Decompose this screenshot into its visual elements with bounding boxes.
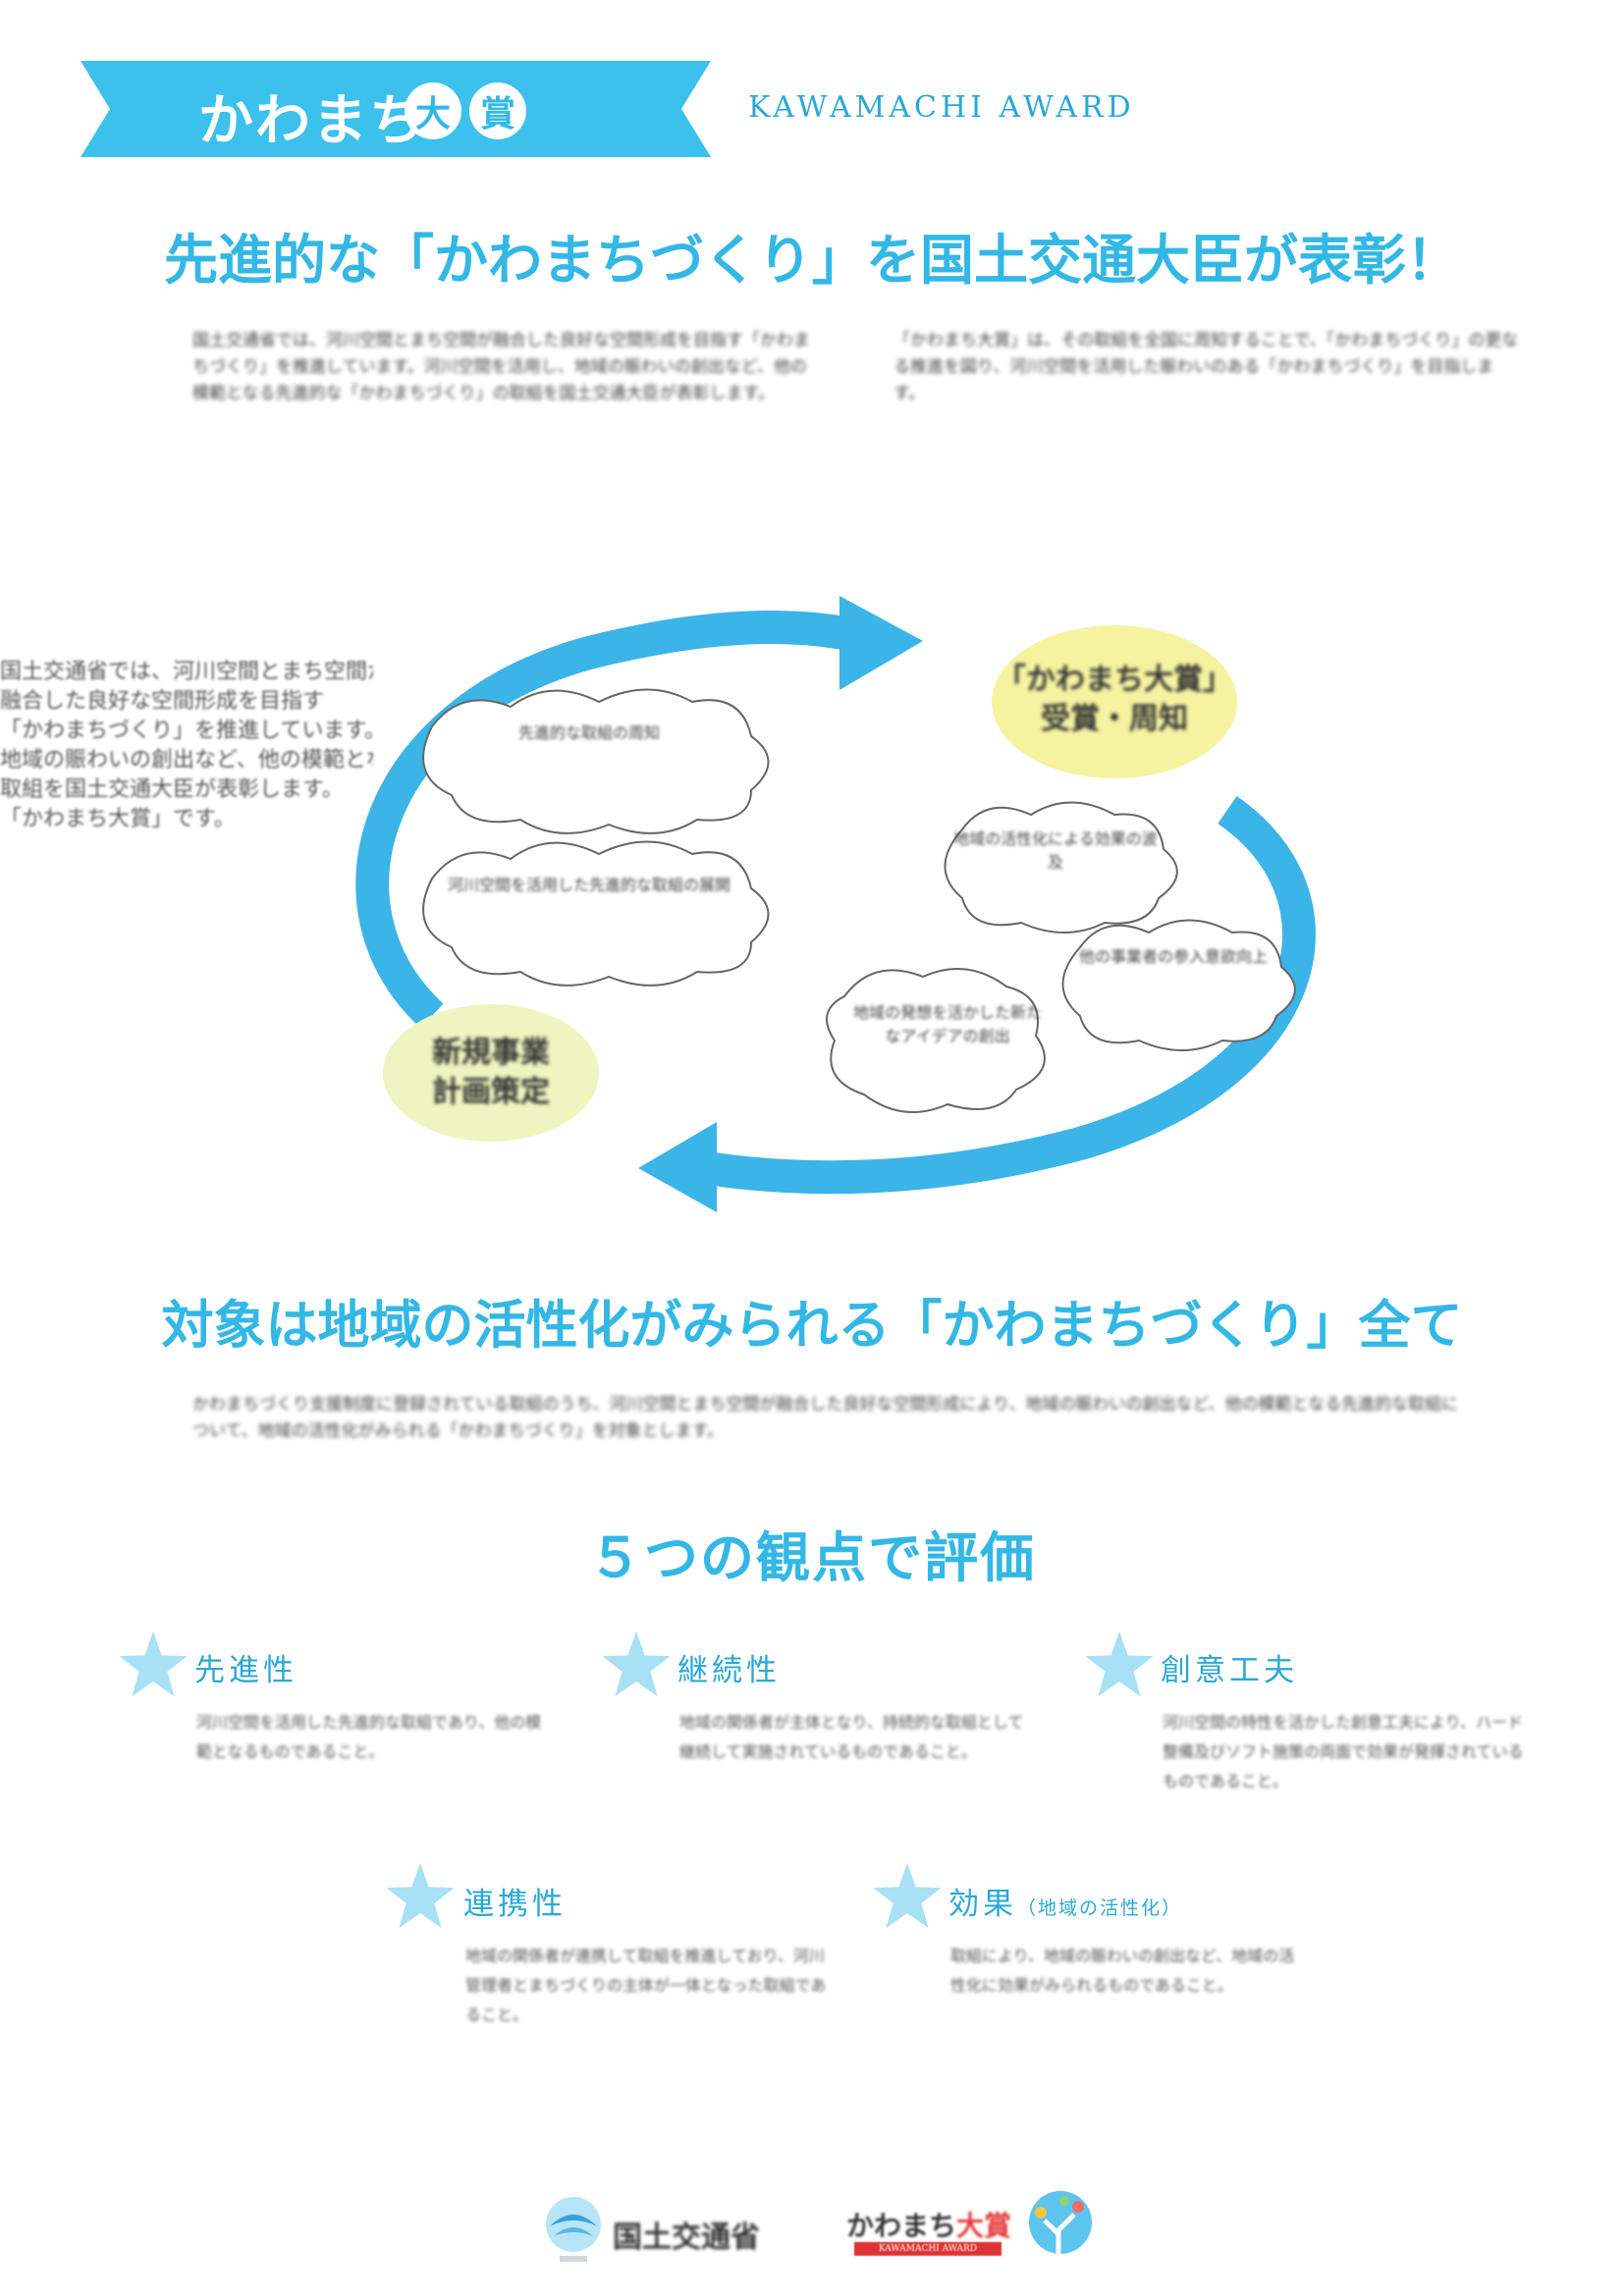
award-english-title: KAWAMACHI AWARD bbox=[748, 90, 1135, 125]
oval-top-line2: 受賞・周知 bbox=[1041, 702, 1188, 736]
cloud-2-text: 河川空間を活用した先進的な取組の展開 bbox=[447, 876, 731, 894]
star-icon bbox=[119, 1630, 188, 1697]
mlit-name: 国土交通省 bbox=[613, 2220, 760, 2255]
oval-bottom-line1: 新規事業 bbox=[432, 1036, 550, 1070]
star-icon bbox=[602, 1630, 671, 1697]
oval-top bbox=[992, 625, 1237, 778]
perspective-title: 継続性 bbox=[677, 1653, 781, 1688]
cloud-3-text: 地域の活性化による効果の波及 bbox=[953, 829, 1158, 872]
cloud-1 bbox=[422, 688, 770, 834]
kawamachi-logo-en: KAWAMACHI AWARD bbox=[854, 2242, 1001, 2256]
oval-bottom-line2: 計画策定 bbox=[432, 1075, 550, 1109]
left-scrap-line: 国土交通省では、河川空間とまち空間が bbox=[0, 660, 373, 684]
cloud-2 bbox=[422, 840, 770, 987]
mlit-emblem-icon bbox=[546, 2197, 601, 2262]
oval-bottom-text: 新規事業 計画策定 bbox=[383, 1034, 599, 1112]
ribbon-shape bbox=[81, 61, 711, 157]
left-scrap-line: 「かわまち大賞」です。 bbox=[0, 807, 236, 831]
star-icon bbox=[1085, 1630, 1154, 1697]
left-text-fragment: 国土交通省では、河川空間とまち空間が 融合した良好な空間形成を目指す 「かわまち… bbox=[0, 658, 373, 834]
oval-top-line1: 「かわまち大賞」 bbox=[997, 663, 1232, 697]
left-scrap-line: 地域の賑わいの創出など、他の模範となる bbox=[0, 748, 373, 773]
kawamachi-award-logo: かわまち大賞 KAWAMACHI AWARD bbox=[846, 2185, 1102, 2273]
kawamachi-logo-text: かわまち大賞 bbox=[846, 2205, 1011, 2244]
badge-sho: 賞 bbox=[469, 82, 526, 139]
perspective-title: 先進性 bbox=[194, 1653, 298, 1688]
cloud-4-text: 他の事業者の参入意欲向上 bbox=[1078, 947, 1268, 966]
oval-bottom bbox=[383, 1004, 599, 1142]
oval-top-text: 「かわまち大賞」 受賞・周知 bbox=[992, 661, 1237, 739]
kawamachi-tree-icon bbox=[1029, 2191, 1092, 2256]
left-scrap-line: 融合した良好な空間形成を目指す bbox=[0, 689, 325, 714]
mlit-logo: 国土交通省 bbox=[542, 2193, 787, 2271]
cloud-4 bbox=[1061, 919, 1296, 1051]
left-scrap-line: 取組を国土交通大臣が表彰します。 bbox=[0, 777, 344, 802]
perspective-body: 河川空間を活用した先進的な取組であり、他の模範となるものであること。 bbox=[196, 1713, 542, 1761]
header-ribbon: かわまち 大 賞 bbox=[81, 61, 711, 157]
target-heading: 対象は地域の活性化がみられる「かわまちづくり」全て bbox=[161, 1296, 1463, 1356]
star-icon bbox=[873, 1862, 942, 1929]
perspective-body: 地域の関係者が主体となり、持続的な取組として継続して実施されているものであること… bbox=[679, 1713, 1024, 1761]
evaluation-heading: ５つの観点で評価 bbox=[587, 1526, 1036, 1589]
perspective-title-note: （地域の活性化） bbox=[1017, 1897, 1183, 1919]
arrow-top-head bbox=[839, 596, 923, 690]
perspective-title: 連携性 bbox=[463, 1887, 567, 1922]
star-icon bbox=[386, 1862, 455, 1929]
kawamachi-logo-word: かわまち bbox=[846, 2210, 957, 2242]
cloud-5 bbox=[826, 968, 1046, 1113]
cloud-3 bbox=[944, 801, 1178, 934]
perspective-body: 河川空間の特性を活かした創意工夫により、ハード整備及びソフト施策の両面で効果が発… bbox=[1163, 1713, 1524, 1790]
left-scrap-line: 「かわまちづくり」を推進しています。 bbox=[0, 719, 373, 743]
target-body: かわまちづくり支援制度に登録されている取組のうち、河川空間とまち空間が融合した良… bbox=[192, 1395, 1459, 1441]
perspective-title-main: 効果 bbox=[948, 1887, 1017, 1922]
perspective-title: 創意工夫 bbox=[1161, 1653, 1298, 1688]
perspective-title: 効果（地域の活性化） bbox=[948, 1879, 1182, 1923]
kawamachi-logo-badges: 大賞 bbox=[956, 2210, 1012, 2242]
ribbon-badges: 大 賞 bbox=[405, 82, 526, 139]
cloud-1-text: 先進的な取組の周知 bbox=[517, 723, 660, 742]
arrow-top-arc bbox=[355, 611, 847, 1029]
perspective-body: 取組により、地域の賑わいの創出など、地域の活性化に効果がみられるものであること。 bbox=[950, 1947, 1295, 1995]
ribbon-title: かわまち bbox=[198, 89, 426, 153]
cloud-5-text: 地域の発想を活かした新たなアイデアの創出 bbox=[852, 1003, 1042, 1045]
badge-dai: 大 bbox=[405, 82, 461, 139]
cycle-arrows bbox=[355, 596, 1316, 1212]
intro-left: 国土交通省では、河川空間とまち空間が融合した良好な空間形成を目指す「かわまちづく… bbox=[192, 331, 810, 403]
arrow-bottom-arc bbox=[704, 796, 1316, 1195]
cycle-diagram: 「かわまち大賞」 受賞・周知 新規事業 計画策定 先進的な取組の周知 河川空間を… bbox=[295, 584, 1355, 1212]
main-headline: 先進的な「かわまちづくり」を国土交通大臣が表彰！ bbox=[163, 229, 1460, 292]
perspective-body: 地域の関係者が連携して取組を推進しており、河川管理者とまちづくりの主体が一体とな… bbox=[465, 1947, 827, 2024]
arrow-bottom-head bbox=[638, 1122, 717, 1212]
intro-right: 「かわまち大賞」は、その取組を全国に周知することで、「かわまちづくり」の更なる推… bbox=[893, 331, 1519, 403]
